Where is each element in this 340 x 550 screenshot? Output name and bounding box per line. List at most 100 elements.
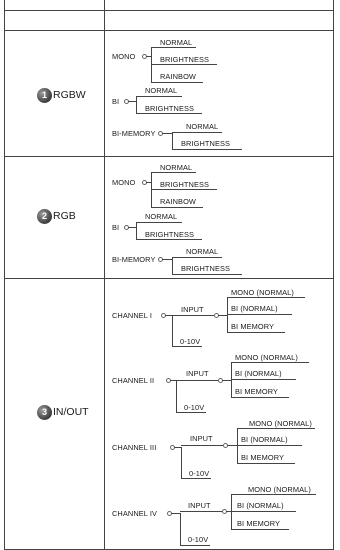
group-bracket (136, 96, 137, 113)
option-underline (231, 362, 309, 363)
table-column-divider (104, 0, 105, 550)
group-label: BI-MEMORY (112, 255, 156, 264)
option-underline (136, 113, 202, 114)
option-label: BRIGHTNESS (160, 180, 210, 189)
channel-connector-line (171, 513, 180, 514)
option-underline (237, 463, 295, 464)
option-label: BI MEMORY (237, 519, 281, 528)
option-label: BI MEMORY (241, 453, 285, 462)
table-row-divider (4, 278, 334, 279)
group-connector-line (146, 56, 151, 57)
channel-connector-line (165, 315, 172, 316)
input-label: INPUT (186, 369, 209, 378)
option-underline (172, 257, 222, 258)
mode-number-badge: 2 (37, 209, 52, 224)
option-underline (227, 314, 292, 315)
mode-label: IN/OUT (53, 406, 89, 418)
channel-bracket (180, 513, 181, 545)
input-label: INPUT (190, 434, 213, 443)
mode-label: RGBW (53, 89, 86, 101)
option-underline (231, 379, 296, 380)
table-row-divider (4, 10, 334, 11)
channel-connector-line (170, 380, 176, 381)
analog-underline (180, 545, 210, 546)
option-underline (151, 64, 217, 65)
group-connector-line (128, 101, 136, 102)
option-underline (231, 397, 289, 398)
mode-label: RGB (53, 210, 76, 222)
group-connector-line (146, 182, 151, 183)
input-underline (181, 445, 223, 446)
option-underline (151, 172, 196, 173)
table-border-left (4, 0, 5, 550)
table-border-right (333, 0, 334, 550)
channel-label: CHANNEL I (112, 311, 153, 320)
group-label: MONO (112, 52, 136, 61)
channel-bracket (176, 380, 177, 412)
option-label: NORMAL (160, 163, 193, 172)
option-underline (172, 132, 222, 133)
option-label: MONO (NORMAL) (248, 485, 311, 494)
option-underline (151, 47, 196, 48)
option-label: BI (NORMAL) (241, 435, 288, 444)
option-label: BRIGHTNESS (145, 230, 195, 239)
option-underline (237, 445, 302, 446)
option-label: NORMAL (145, 86, 178, 95)
group-bracket (172, 132, 173, 149)
option-underline (172, 274, 242, 275)
option-label: MONO (NORMAL) (231, 288, 294, 297)
option-underline (172, 149, 242, 150)
option-label: NORMAL (160, 38, 193, 47)
option-label: BRIGHTNESS (181, 264, 231, 273)
group-bracket (136, 222, 137, 239)
option-label: RAINBOW (160, 72, 197, 81)
option-label: BI MEMORY (231, 322, 275, 331)
option-underline (151, 189, 217, 190)
group-connector-line (162, 133, 172, 134)
input-connector-line (222, 380, 231, 381)
group-label: BI-MEMORY (112, 129, 156, 138)
option-label: BRIGHTNESS (145, 104, 195, 113)
input-connector-line (218, 315, 227, 316)
input-underline (176, 380, 218, 381)
option-underline (237, 428, 315, 429)
input-label: INPUT (188, 501, 211, 510)
group-label: BI (112, 223, 120, 232)
option-label: BRIGHTNESS (160, 55, 210, 64)
option-underline (231, 494, 316, 495)
table-row-divider (4, 30, 334, 31)
input-connector-line (227, 445, 237, 446)
analog-underline (181, 478, 211, 479)
input-underline (180, 511, 222, 512)
analog-label: 0-10V (188, 535, 209, 544)
input-label: INPUT (181, 305, 204, 314)
channel-connector-line (174, 447, 181, 448)
channel-label: CHANNEL IV (112, 509, 158, 518)
input-connector-line (226, 511, 231, 512)
option-label: RAINBOW (160, 197, 197, 206)
option-label: NORMAL (145, 212, 178, 221)
option-underline (151, 207, 203, 208)
group-connector-line (162, 259, 172, 260)
option-underline (231, 511, 296, 512)
option-underline (231, 529, 289, 530)
option-label: NORMAL (186, 122, 219, 131)
option-label: BI (NORMAL) (237, 501, 284, 510)
table-row-divider (4, 156, 334, 157)
option-underline (136, 222, 182, 223)
channel-label: CHANNEL II (112, 376, 155, 385)
option-label: BRIGHTNESS (181, 139, 231, 148)
option-underline (151, 82, 203, 83)
channel-bracket (172, 315, 173, 346)
option-underline (227, 297, 305, 298)
mode-number-badge: 3 (37, 405, 52, 420)
group-label: MONO (112, 178, 136, 187)
option-label: BI (NORMAL) (231, 304, 278, 313)
group-connector-line (128, 227, 136, 228)
option-underline (136, 239, 202, 240)
group-bracket (172, 257, 173, 274)
analog-label: 0-10V (184, 403, 205, 412)
group-label: BI (112, 97, 120, 106)
channel-bracket (181, 447, 182, 478)
